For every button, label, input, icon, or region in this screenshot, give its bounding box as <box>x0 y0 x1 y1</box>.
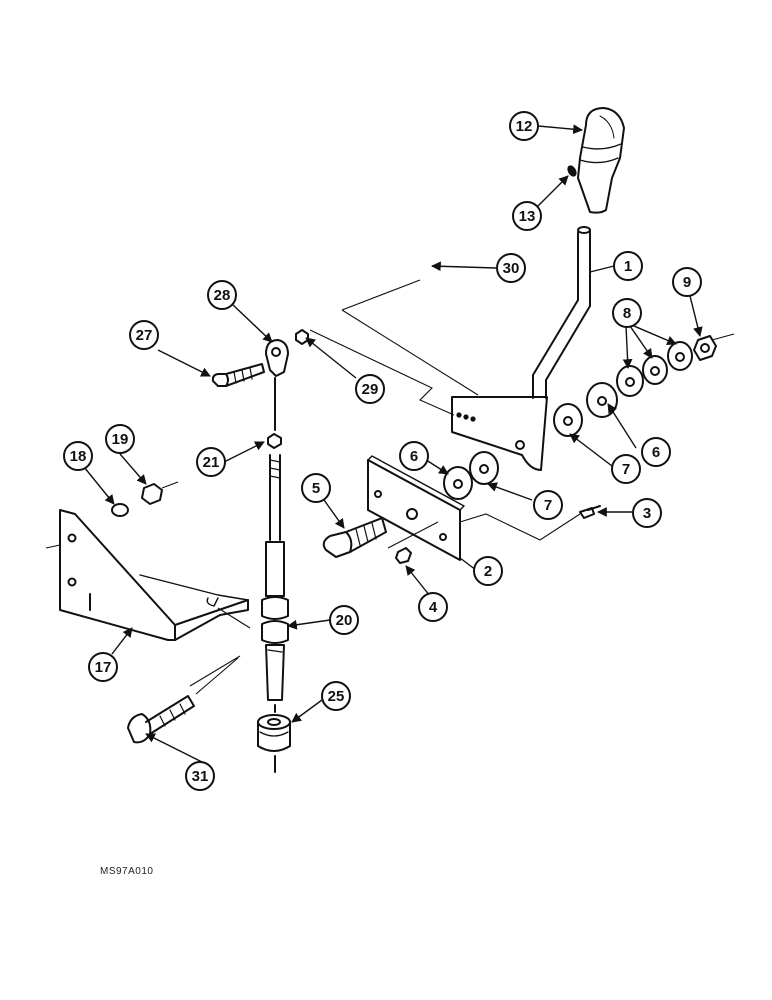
callout-c9: 9 <box>672 267 702 297</box>
callout-number: 7 <box>622 461 630 478</box>
shift-lever <box>532 226 591 399</box>
leader-lines <box>79 124 703 765</box>
callout-circle <box>355 374 385 404</box>
callout-number: 3 <box>643 505 651 522</box>
reference-lines <box>45 279 735 695</box>
rod-end-nut <box>295 329 309 345</box>
callout-circle <box>496 253 526 283</box>
callout-c18: 18 <box>63 441 93 471</box>
rod-end <box>265 339 289 377</box>
callout-c27: 27 <box>129 320 159 350</box>
lever-plate <box>451 396 548 471</box>
callout-number: 17 <box>95 659 112 676</box>
callout-number: 6 <box>652 444 660 461</box>
callout-labels: 12 13 1 30 9 28 8 27 29 6 7 19 18 21 6 7 5 3 2 4 20 17 25 31 <box>63 111 702 791</box>
callout-number: 28 <box>214 287 231 304</box>
callout-number: 4 <box>429 599 438 616</box>
callout-c2: 2 <box>473 556 503 586</box>
callout-circle <box>611 454 641 484</box>
callout-c12: 12 <box>509 111 539 141</box>
callout-number: 27 <box>136 327 153 344</box>
callout-circle <box>509 111 539 141</box>
callout-number: 18 <box>70 448 87 465</box>
callout-number: 7 <box>544 497 552 514</box>
hex-bolt <box>322 517 387 558</box>
callout-c28: 28 <box>207 280 237 310</box>
callout-c6a: 6 <box>641 437 671 467</box>
washer-set <box>553 341 693 437</box>
callout-circle <box>329 605 359 635</box>
callout-circle <box>512 201 542 231</box>
mounting-bracket <box>59 509 249 641</box>
callout-circle <box>105 424 135 454</box>
drawing-reference-code: MS97A010 <box>100 866 154 877</box>
callout-circle <box>63 441 93 471</box>
callout-circle <box>88 652 118 682</box>
shift-knob <box>577 107 625 214</box>
callout-circle <box>612 298 642 328</box>
small-screw <box>579 505 601 519</box>
callout-circle <box>641 437 671 467</box>
callout-circle <box>129 320 159 350</box>
callout-c21: 21 <box>196 447 226 477</box>
callout-number: 1 <box>624 258 632 275</box>
bracket-washer <box>111 503 129 517</box>
callout-circle <box>533 490 563 520</box>
callout-circle <box>196 447 226 477</box>
callout-circle <box>418 592 448 622</box>
rod-end-bolt <box>211 363 265 387</box>
callout-c6b: 6 <box>399 441 429 471</box>
callout-number: 6 <box>410 448 418 465</box>
callout-c19: 19 <box>105 424 135 454</box>
callout-c5: 5 <box>301 473 331 503</box>
callout-number: 5 <box>312 480 320 497</box>
callout-number: 9 <box>683 274 691 291</box>
roll-pin <box>567 165 577 177</box>
callout-c7b: 7 <box>533 490 563 520</box>
callout-number: 2 <box>484 563 492 580</box>
callout-number: 29 <box>362 381 379 398</box>
grommet <box>257 714 291 752</box>
callout-circle <box>185 761 215 791</box>
callout-c25: 25 <box>321 681 351 711</box>
callout-circle <box>613 251 643 281</box>
small-nut <box>395 547 412 564</box>
callout-circle <box>399 441 429 471</box>
callout-number: 25 <box>328 688 345 705</box>
callout-number: 12 <box>516 118 533 135</box>
callout-c13: 13 <box>512 201 542 231</box>
callout-c7a: 7 <box>611 454 641 484</box>
callout-circle <box>672 267 702 297</box>
callout-number: 8 <box>623 305 631 322</box>
callout-circle <box>321 681 351 711</box>
callout-number: 21 <box>203 454 220 471</box>
callout-c4: 4 <box>418 592 448 622</box>
callout-number: 19 <box>112 431 129 448</box>
callout-circle <box>301 473 331 503</box>
callout-number: 13 <box>519 208 536 225</box>
cable-rod <box>261 377 289 713</box>
callout-c17: 17 <box>88 652 118 682</box>
callout-c31: 31 <box>185 761 215 791</box>
callout-circle <box>473 556 503 586</box>
callout-c3: 3 <box>632 498 662 528</box>
callout-number: 30 <box>503 260 520 277</box>
callout-c20: 20 <box>329 605 359 635</box>
callout-c1: 1 <box>613 251 643 281</box>
callout-number: 31 <box>192 768 209 785</box>
callout-c8: 8 <box>612 298 642 328</box>
carriage-bolt <box>127 695 195 744</box>
callout-circle <box>207 280 237 310</box>
hex-nut <box>693 335 717 361</box>
callout-c29: 29 <box>355 374 385 404</box>
callout-c30: 30 <box>496 253 526 283</box>
mounting-plate <box>367 455 465 561</box>
plate-washers <box>443 451 499 500</box>
jam-nut <box>267 433 282 449</box>
bracket-nut <box>141 483 163 505</box>
callout-number: 20 <box>336 612 353 629</box>
callout-circle <box>632 498 662 528</box>
